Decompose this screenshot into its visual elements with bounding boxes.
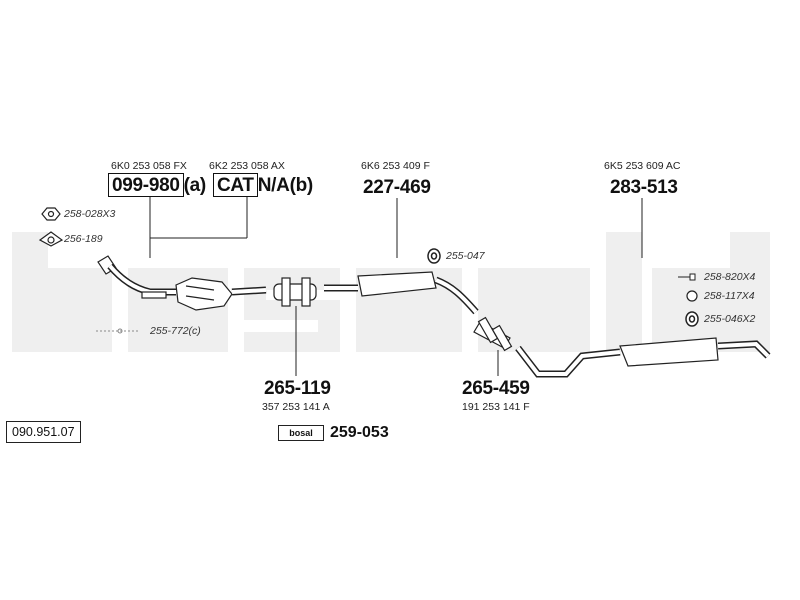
- small-part-label: 258-117X4: [704, 290, 755, 302]
- oe-number: 6K0 253 058 FX: [111, 160, 187, 172]
- oe-number: 6K2 253 058 AX: [209, 160, 285, 172]
- rubber-mount-icon: [685, 311, 699, 327]
- bolt-icon: [96, 328, 140, 334]
- small-part-label: 258-820X4: [704, 271, 756, 283]
- part-number: 265-119: [264, 378, 331, 399]
- part-number-group: 099-980(a): [108, 173, 207, 197]
- small-part-label: 256-189: [64, 233, 103, 245]
- diagram-reference: 090.951.07: [6, 421, 81, 443]
- center-muffler: [324, 271, 479, 315]
- part-suffix: (a): [183, 175, 207, 196]
- bosal-badge: bosal: [278, 425, 324, 441]
- rubber-mount-icon: [427, 248, 441, 264]
- clamp-265-119: [273, 277, 317, 307]
- washer-icon: [686, 290, 698, 302]
- part-number: 265-459: [462, 378, 530, 399]
- oe-number: 6K5 253 609 AC: [604, 160, 681, 172]
- part-number: 283-513: [610, 177, 678, 198]
- front-pipe-with-catalyst: [97, 255, 267, 311]
- clamp-265-459: [473, 316, 513, 352]
- small-part-label: 255-046X2: [704, 313, 756, 325]
- part-number: 227-469: [363, 177, 431, 198]
- part-suffix: N/A(b): [257, 175, 313, 196]
- small-part-label: 255-047: [446, 250, 485, 262]
- small-part-label: 258-028X3: [64, 208, 116, 220]
- part-number: 259-053: [330, 424, 389, 441]
- rear-muffler: [515, 337, 771, 378]
- oe-number: 357 253 141 A: [262, 401, 330, 413]
- part-number: CAT: [213, 173, 258, 197]
- part-number: 099-980: [108, 173, 184, 197]
- gasket-icon: [38, 231, 64, 247]
- small-part-label: 255-772(c): [150, 325, 201, 337]
- oe-number: 6K6 253 409 F: [361, 160, 430, 172]
- bolt-icon: [678, 273, 696, 281]
- leader-lines: [149, 196, 643, 376]
- nut-icon: [41, 207, 61, 221]
- oe-number: 191 253 141 F: [462, 401, 530, 413]
